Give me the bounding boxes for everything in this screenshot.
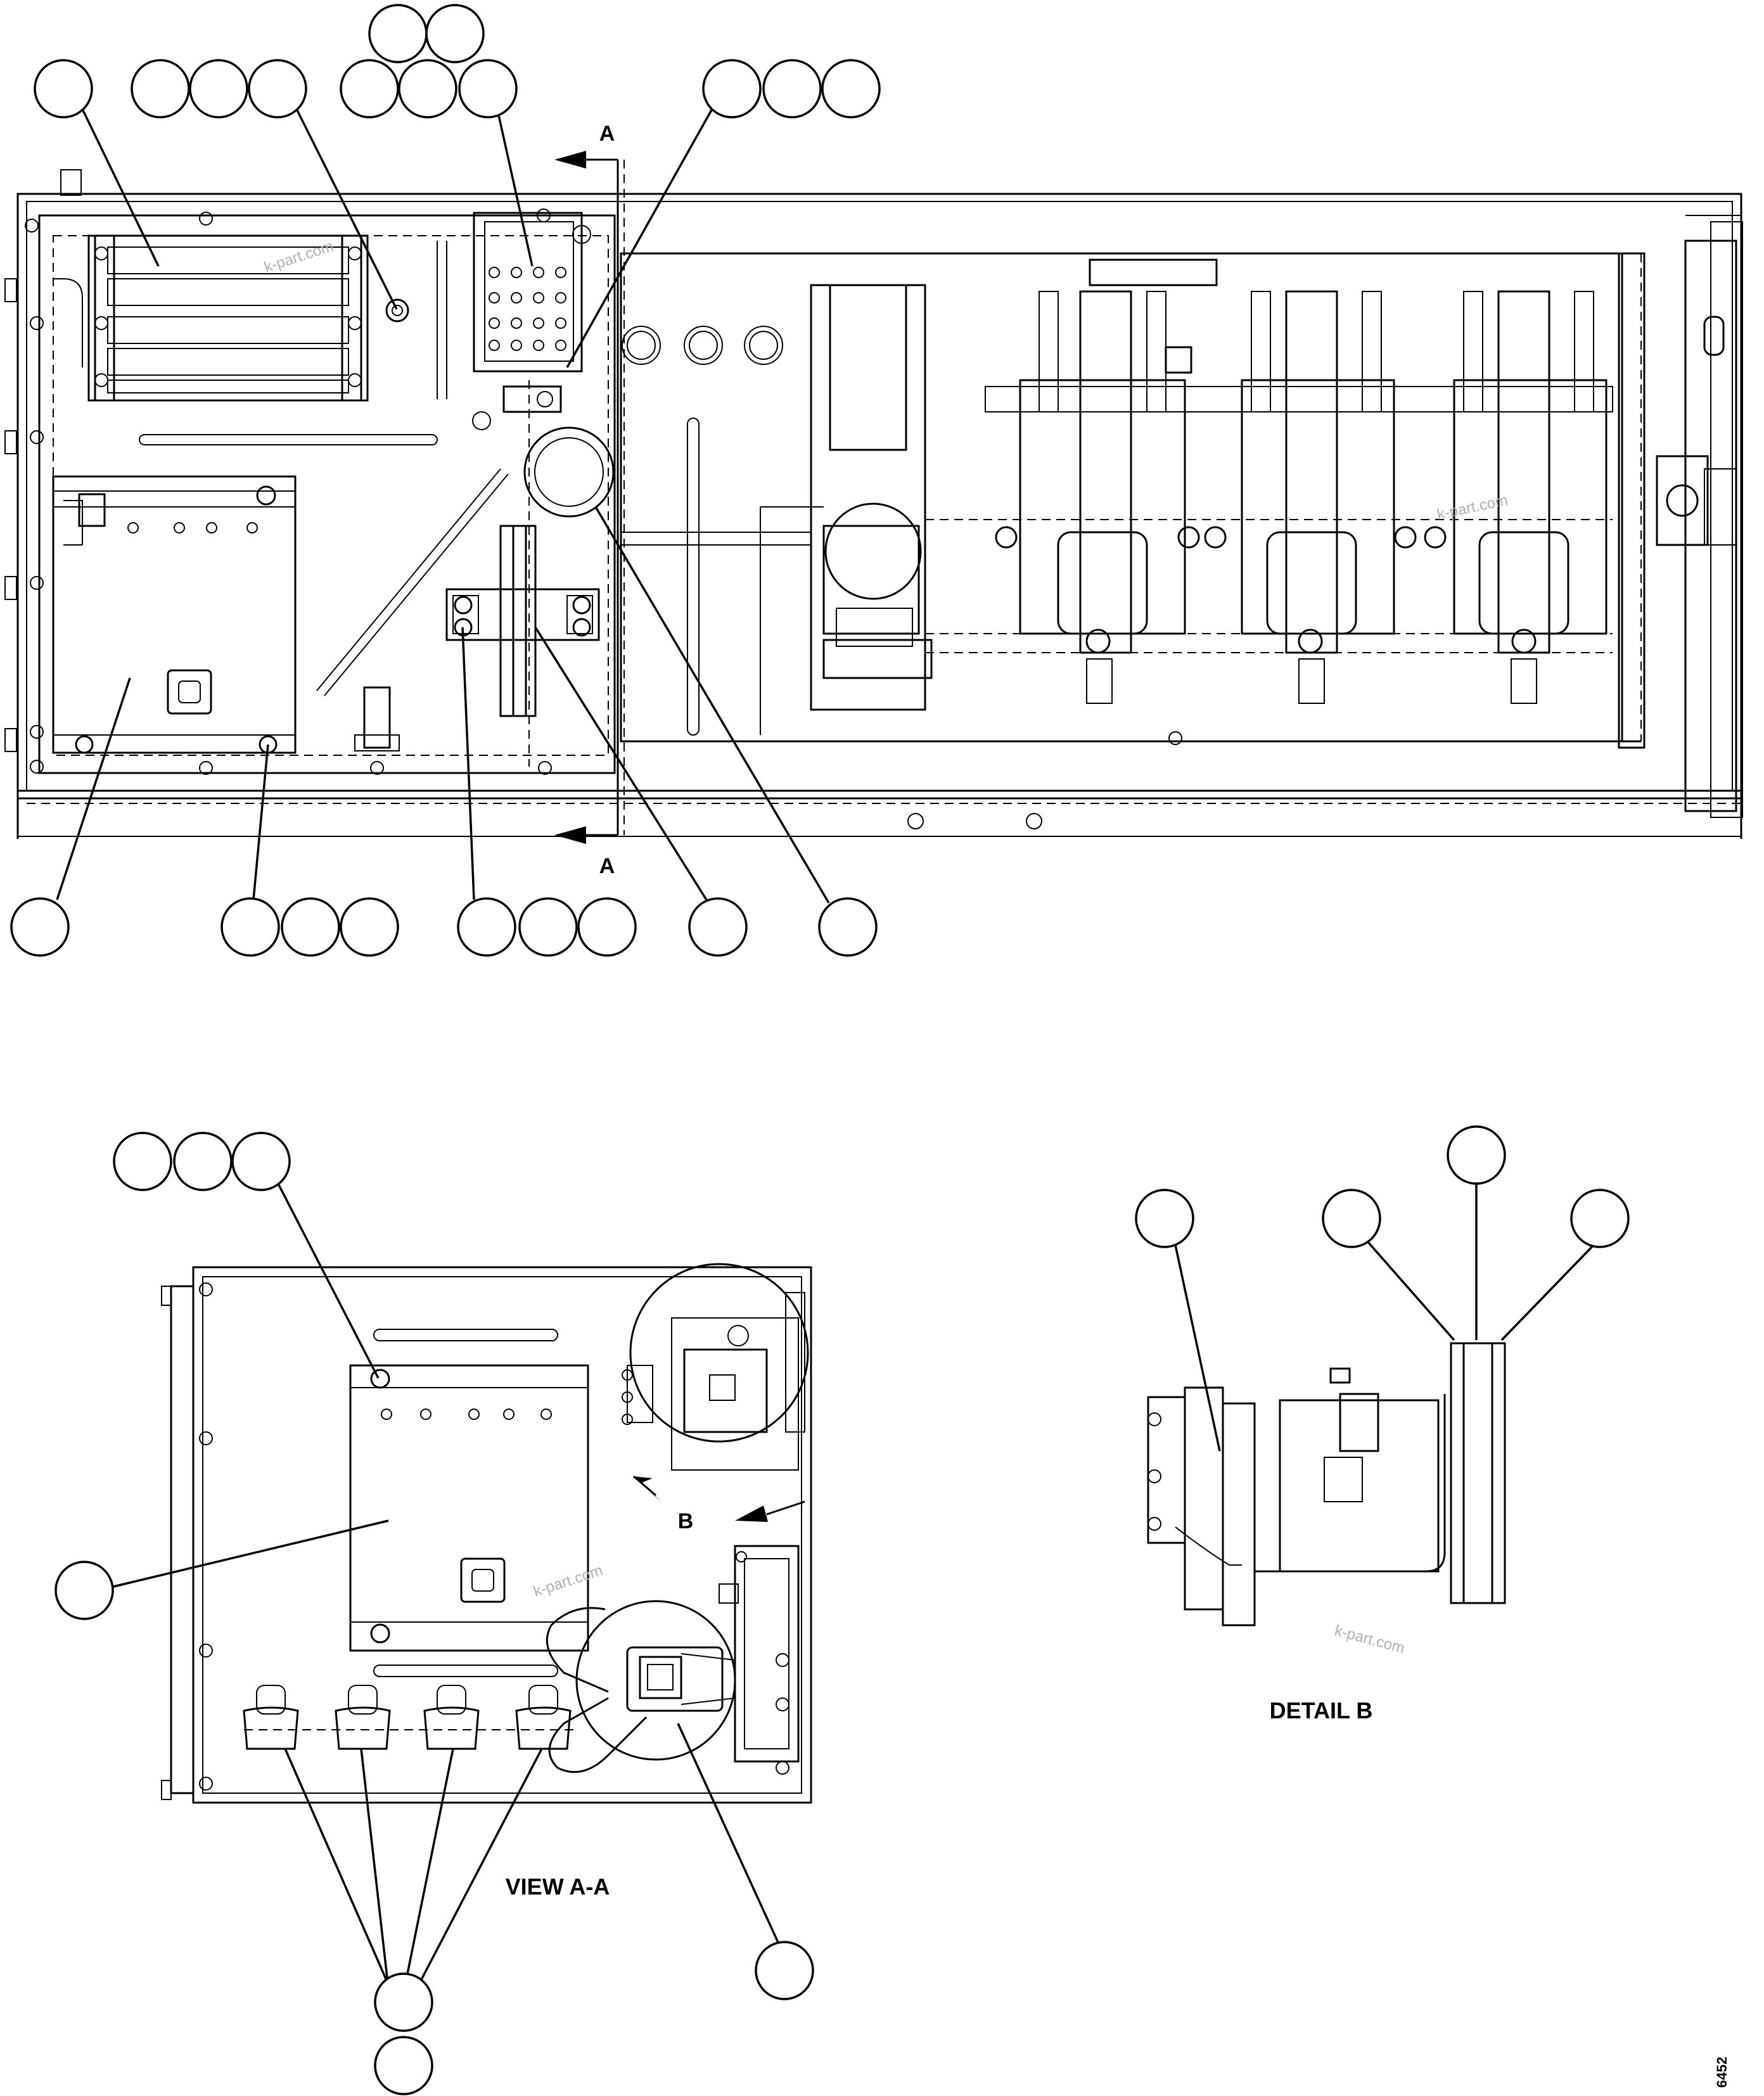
detail-mark: B (678, 1509, 694, 1533)
callout-bubble (34, 59, 93, 118)
view-aa-label: VIEW A-A (506, 1874, 610, 1900)
callout-bubbles (10, 4, 1630, 2095)
callout-bubble (821, 59, 881, 118)
pole-1 (995, 290, 1200, 704)
callout-bubble (368, 4, 428, 63)
callout-bubble (248, 59, 307, 118)
callout-bubble (374, 2036, 433, 2095)
detail-b-label: DETAIL B (1270, 1697, 1373, 1723)
callout-bubble (577, 897, 637, 957)
callout-bubble (113, 1132, 172, 1191)
top-view: A A (4, 122, 1743, 878)
callout-bubble (220, 897, 280, 957)
watermark-4: k-part.com (1333, 1622, 1406, 1657)
callout-bubble (1570, 1189, 1630, 1248)
callout-bubble (755, 1941, 814, 2000)
drawing-number: 6452 (1714, 2057, 1730, 2088)
callout-bubble (173, 1132, 233, 1191)
section-mark-bottom: A (599, 854, 615, 878)
callout-bubble (340, 897, 399, 957)
callout-bubble (231, 1132, 291, 1191)
watermark-3: k-part.com (532, 1562, 605, 1601)
callout-bubble (457, 897, 516, 957)
callout-bubble (1322, 1189, 1381, 1248)
watermark-1: k-part.com (262, 238, 336, 276)
section-mark-top: A (599, 122, 615, 146)
callout-bubble (1447, 1125, 1506, 1185)
pole-2 (1204, 290, 1417, 704)
callout-bubble (189, 59, 248, 118)
view-a-a: B VIEW A-A (161, 1263, 812, 1900)
callout-bubble (398, 59, 457, 118)
leader-lines (56, 106, 1598, 1984)
callout-bubble (688, 897, 748, 957)
callout-bubble (702, 59, 762, 118)
callout-bubble (131, 59, 190, 118)
pole-3 (1424, 290, 1607, 704)
callout-bubble (818, 897, 878, 957)
callout-bubble (425, 4, 485, 63)
callout-bubble (762, 59, 822, 118)
callout-bubble (54, 1561, 114, 1620)
detail-b: DETAIL B (1147, 1342, 1506, 1723)
callout-bubble (281, 897, 340, 957)
callout-bubble (374, 1972, 433, 2032)
callout-bubble (518, 897, 578, 957)
fuse-terminals (489, 267, 566, 351)
callout-bubble (458, 59, 518, 118)
callout-bubble (1135, 1189, 1194, 1248)
receptacles (243, 1685, 573, 1750)
callout-bubble (10, 897, 70, 957)
callout-bubble (340, 59, 399, 118)
